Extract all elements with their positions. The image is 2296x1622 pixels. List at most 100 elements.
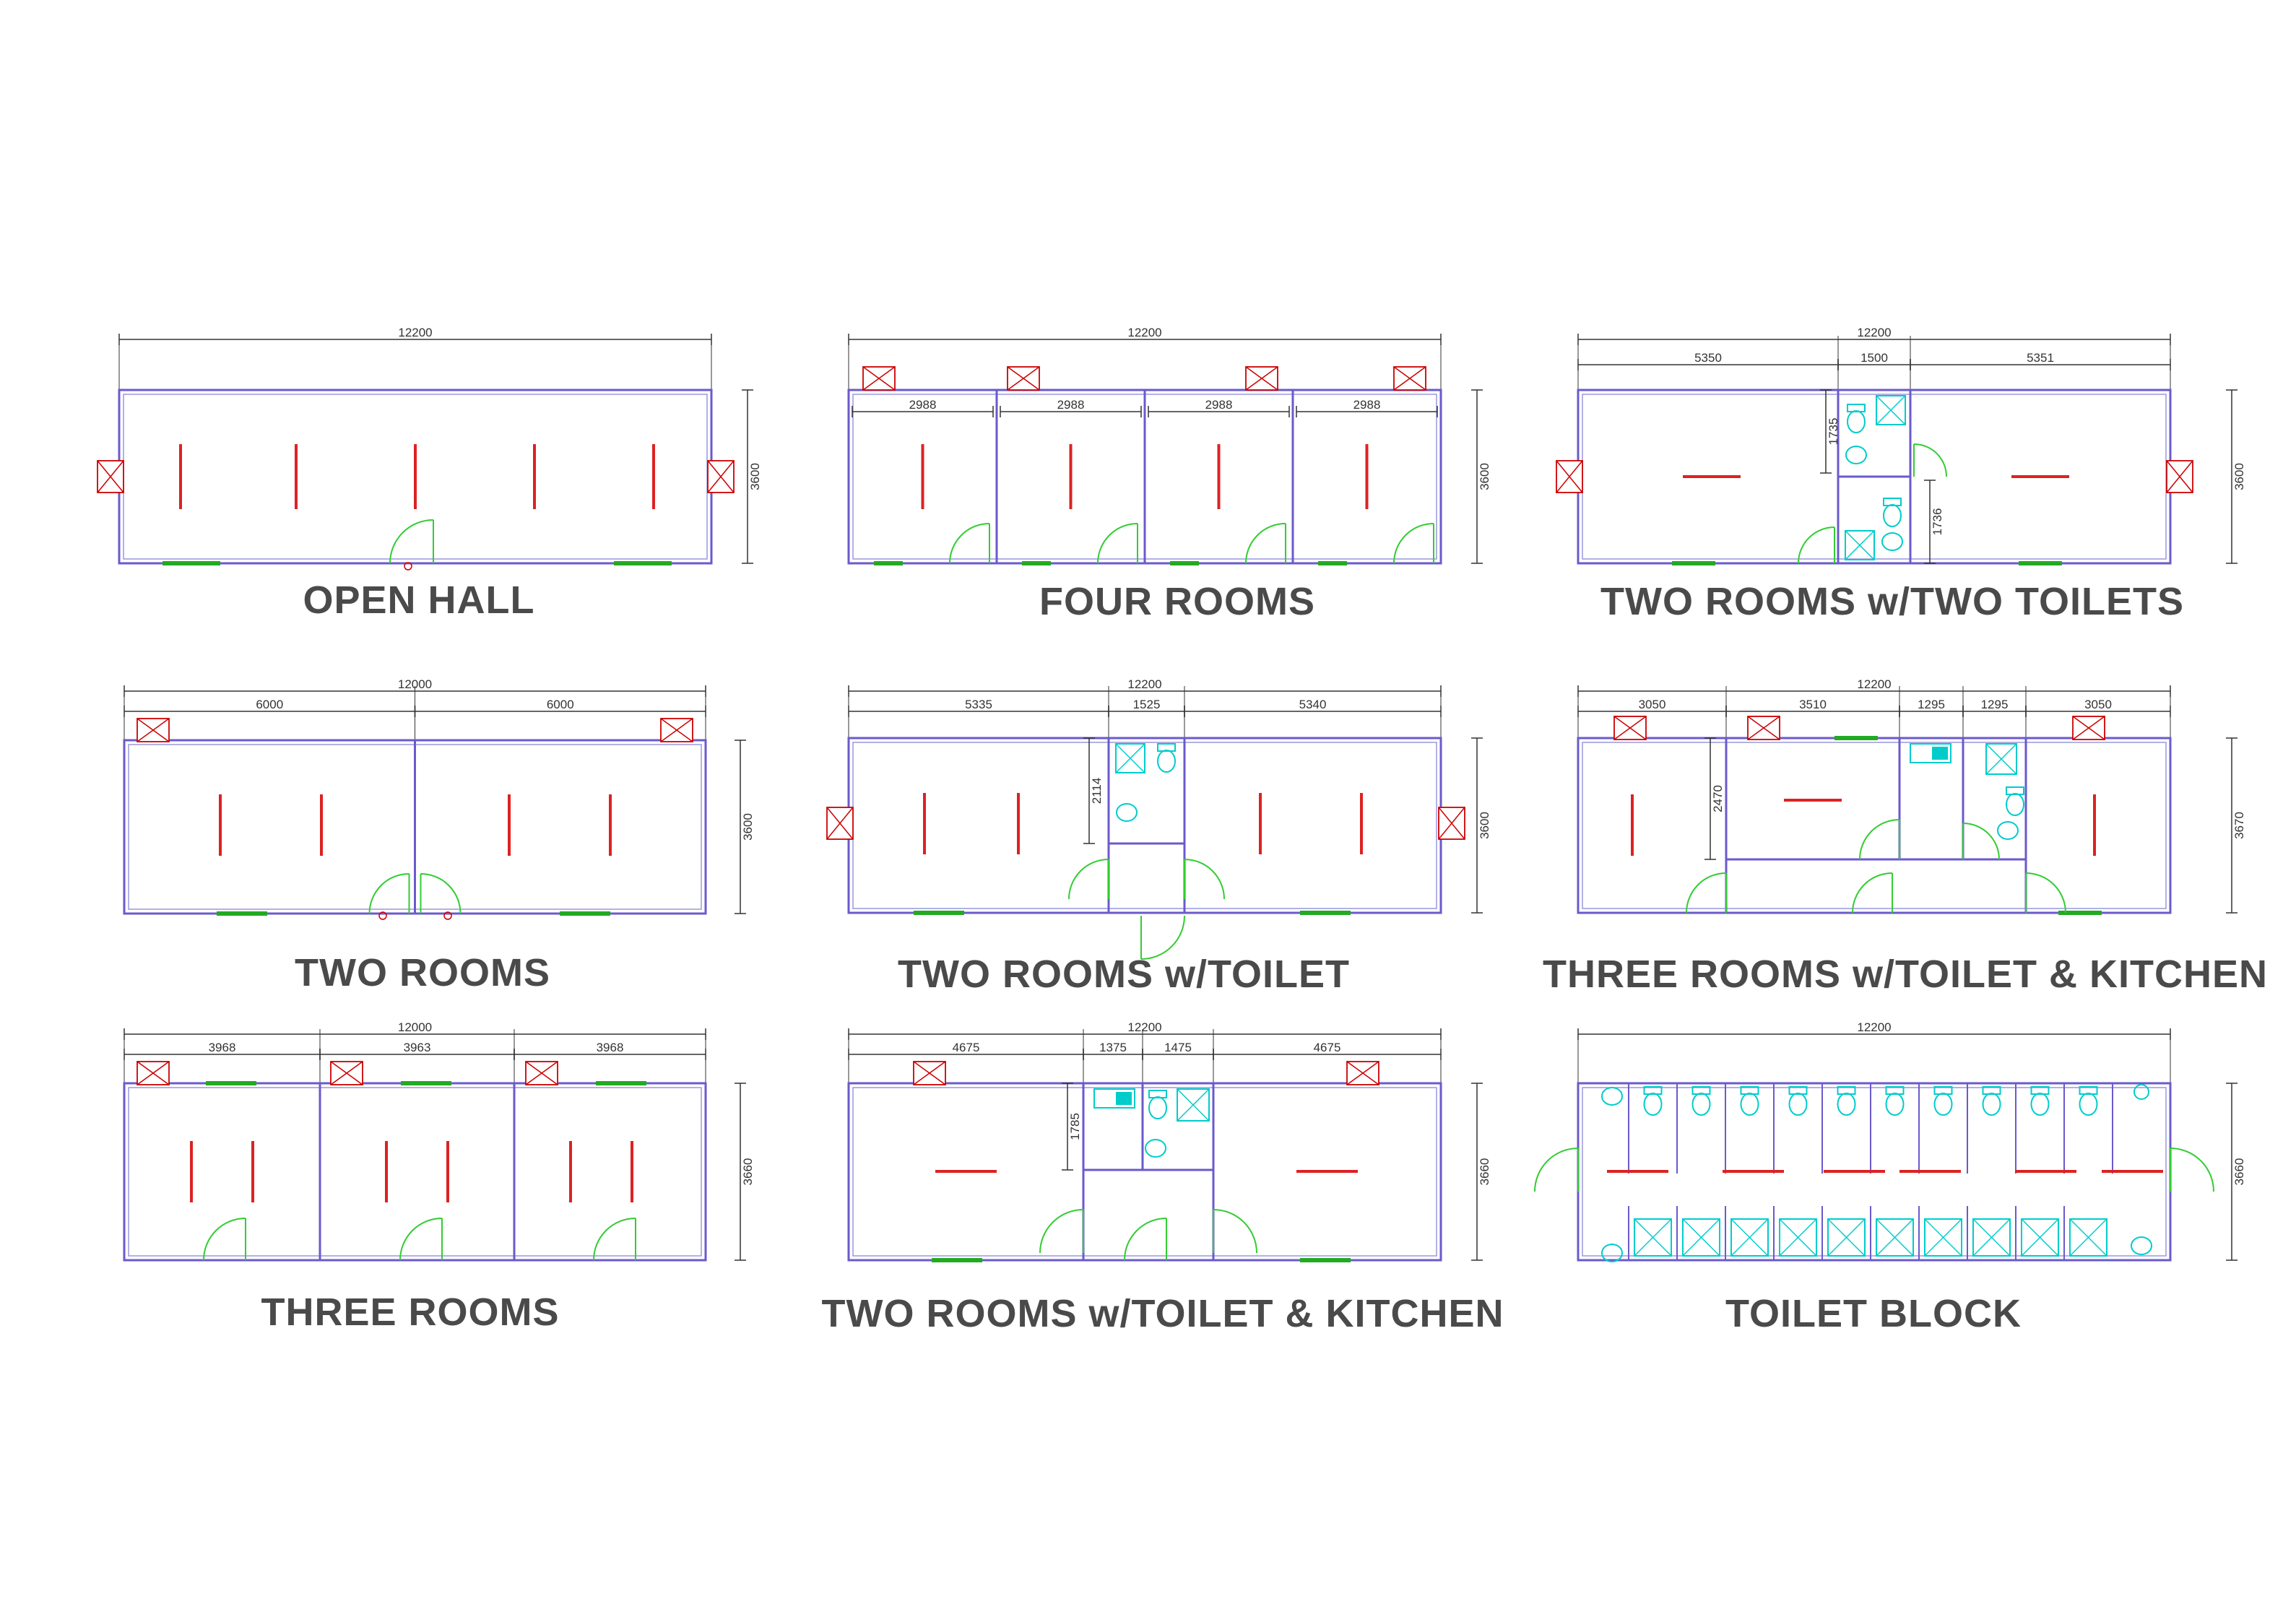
ac-unit-three-rooms-0-hatch <box>137 1061 170 1085</box>
dim-height-two-rooms-toilet-label: 3600 <box>1478 812 1491 839</box>
ac-unit-two-rooms-two-toilets-right-hatch <box>2166 460 2193 493</box>
wc-icon <box>1643 1093 1663 1116</box>
ac-unit-three-rooms-toilet-kitchen-0-hatch <box>1613 716 1647 740</box>
window-open-hall <box>614 561 672 565</box>
shower-icon-cross <box>1876 395 1906 425</box>
window-open-hall <box>163 561 220 565</box>
door-open-hall-swing <box>389 519 434 564</box>
door-toilet-block-right-swing <box>2170 1148 2214 1192</box>
shower-icon <box>1972 1218 2011 1257</box>
shower-icon-cross <box>1779 1218 1817 1257</box>
door-two-rooms-toilet-kitchen-left-swing <box>1039 1209 1084 1254</box>
dim-room-four-rooms-2-label: 2988 <box>1205 398 1233 412</box>
dim-segment-three-rooms-toilet-kitchen-0-label: 3050 <box>1639 698 1666 711</box>
door-toilet-block-left-swing <box>1534 1148 1579 1192</box>
window-two-rooms <box>560 911 610 916</box>
two-rooms-toilet-kitchen-outer-wall <box>847 1082 1442 1262</box>
dim-total-four-rooms-label: 12200 <box>1127 326 1161 339</box>
shower-icon-cross <box>2069 1218 2107 1257</box>
dim-segment-three-rooms-toilet-kitchen-3-label: 1295 <box>1981 698 2009 711</box>
outlet-two-rooms <box>443 911 452 920</box>
dim-segment-three-rooms-2-label: 3968 <box>597 1041 624 1054</box>
door-four-rooms-0-swing <box>949 523 990 564</box>
door-two-rooms-two-toilets-left-swing <box>1798 526 1835 564</box>
plan-title-two-rooms-toilet-kitchen: TWO ROOMS w/TOILET & KITCHEN <box>821 1292 1504 1335</box>
ac-unit-two-rooms-toilet-kitchen-right-hatch <box>1346 1061 1379 1085</box>
door-two-rooms-toilet-left-swing <box>1068 859 1109 900</box>
three-rooms-toilet-kitchen-outer-wall <box>1577 737 2172 914</box>
plan-title-three-rooms-toilet-kitchen: THREE ROOMS w/TOILET & KITCHEN <box>1542 953 2269 996</box>
shower-icon <box>1876 1218 1914 1257</box>
dim-height-three-rooms-toilet-kitchen-label: 3670 <box>2232 812 2246 839</box>
shower-icon-cross <box>1876 1218 1914 1257</box>
ac-unit-four-rooms-2-hatch <box>1245 366 1278 391</box>
ac-unit-two-rooms-toilet-left-hatch <box>826 807 854 840</box>
ac-unit-four-rooms-1-hatch <box>1007 366 1040 391</box>
dim-room-four-rooms-1-label: 2988 <box>1057 398 1085 412</box>
wc-icon <box>1883 504 1902 527</box>
door-two-rooms-toilet-entry-swing <box>1140 915 1185 960</box>
dim-segment-three-rooms-1-label: 3963 <box>404 1041 431 1054</box>
sink-icon <box>1845 446 1867 464</box>
shower-icon <box>1115 743 1145 773</box>
shower-icon <box>1634 1218 1672 1257</box>
door-two-rooms-toilet-kitchen-entry-swing <box>1124 1218 1167 1261</box>
window-four-rooms-2 <box>1170 561 1199 565</box>
wc-icon <box>1933 1093 1953 1116</box>
wc-icon <box>1788 1093 1808 1116</box>
plan-title-three-rooms: THREE ROOMS <box>261 1291 560 1334</box>
sink-icon <box>1601 1244 1623 1262</box>
ac-unit-two-rooms-toilet-kitchen-left-hatch <box>913 1061 946 1085</box>
dim-height-open-hall-label: 3600 <box>748 463 762 490</box>
wc-icon <box>1148 1096 1167 1119</box>
kitchen-sink-icon-basin <box>1932 747 1948 760</box>
window-two-rooms-two-toilets <box>2019 561 2062 565</box>
dim-segment-two-rooms-toilet-kitchen-0-label: 4675 <box>953 1041 980 1054</box>
ac-unit-four-rooms-3-hatch <box>1393 366 1426 391</box>
shower-icon <box>1827 1218 1866 1257</box>
ac-unit-three-rooms-toilet-kitchen-1-hatch <box>1747 716 1780 740</box>
window-three-rooms <box>401 1081 451 1085</box>
shower-icon <box>1730 1218 1769 1257</box>
ac-unit-three-rooms-toilet-kitchen-2-hatch <box>2072 716 2105 740</box>
shower-icon-cross <box>1634 1218 1672 1257</box>
drain-icon <box>2133 1084 2149 1100</box>
wc-icon <box>2030 1093 2050 1116</box>
shower-icon <box>1924 1218 1962 1257</box>
dim-room-four-rooms-0-label: 2988 <box>909 398 937 412</box>
wc-icon <box>1691 1093 1711 1116</box>
dim-height-toilet-block-label: 3660 <box>2232 1158 2246 1186</box>
dim-segment-two-rooms-toilet-kitchen-2-label: 1475 <box>1164 1041 1192 1054</box>
door-toilet-swing <box>1913 443 1947 477</box>
dim-total-open-hall-label: 12200 <box>398 326 432 339</box>
shower-icon-cross <box>1845 530 1875 560</box>
wc-icon <box>2079 1093 2098 1116</box>
dim-height-two-rooms-toilet-kitchen-label: 3660 <box>1478 1158 1491 1186</box>
window-two-rooms <box>217 911 267 916</box>
dim-segment-two-rooms-toilet-1-label: 1525 <box>1133 698 1161 711</box>
sink-icon <box>1601 1087 1623 1106</box>
dim-segment-two-rooms-two-toilets-0-label: 5350 <box>1694 351 1722 365</box>
shower-icon-cross <box>1730 1218 1769 1257</box>
door-toilet-swing <box>1962 823 2000 860</box>
door-four-rooms-2-swing <box>1245 523 1286 564</box>
dim-segment-two-rooms-two-toilets-2-label: 5351 <box>2027 351 2054 365</box>
dim-segment-two-rooms-toilet-2-label: 5340 <box>1299 698 1327 711</box>
three-rooms-inner-wall <box>128 1087 702 1257</box>
kitchen-sink-icon <box>1910 743 1951 763</box>
window-four-rooms-0 <box>874 561 903 565</box>
window-two-rooms-toilet <box>1300 911 1351 915</box>
dim-toilet-1-label: 1735 <box>1827 418 1840 446</box>
dim-room-four-rooms-3-label: 2988 <box>1353 398 1381 412</box>
shower-icon-cross <box>1985 743 2017 775</box>
door-two-rooms-right-swing <box>420 873 462 914</box>
dim-total-two-rooms-toilet-kitchen-label: 12200 <box>1127 1020 1161 1034</box>
window-two-rooms-toilet-kitchen <box>932 1258 982 1262</box>
shower-icon <box>1177 1088 1210 1122</box>
ac-unit-three-rooms-1-hatch <box>330 1061 363 1085</box>
outlet-open-hall <box>404 562 412 571</box>
window-two-rooms-toilet <box>914 911 964 915</box>
wc-icon <box>1837 1093 1856 1116</box>
ac-unit-two-rooms-left-hatch <box>137 718 170 742</box>
sink-icon <box>1116 803 1138 822</box>
